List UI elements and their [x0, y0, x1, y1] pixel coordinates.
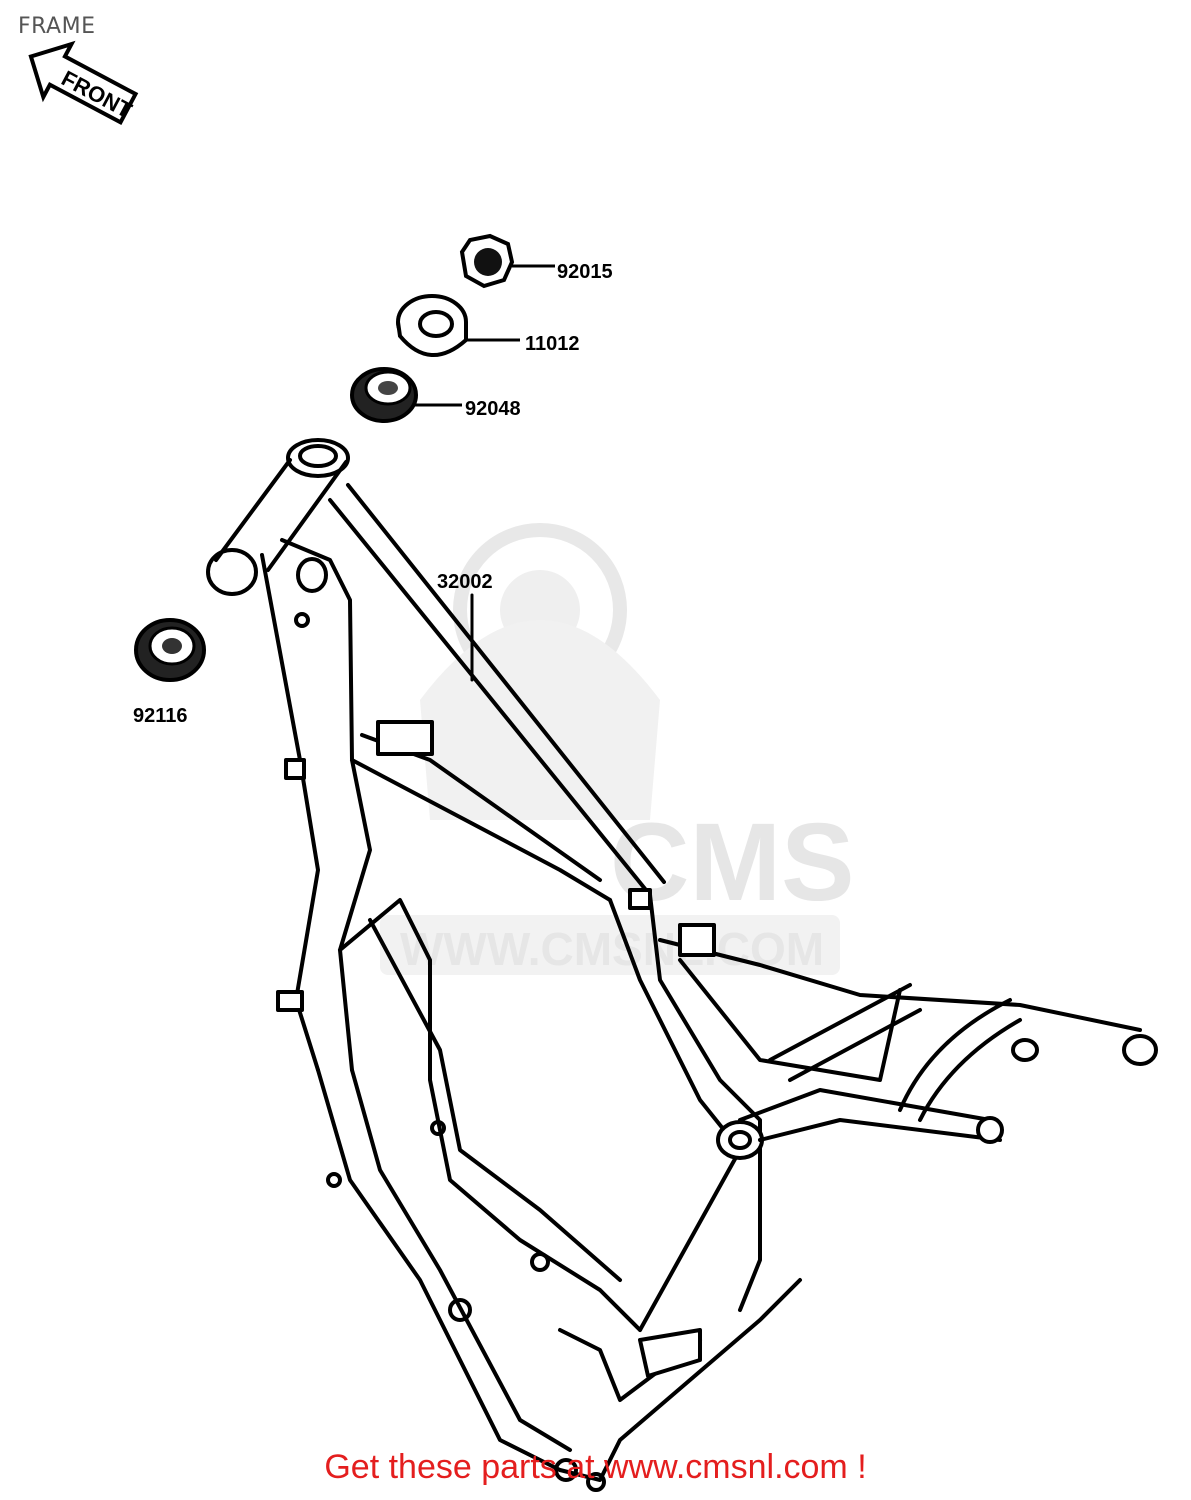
part-label-32002: 32002 — [437, 571, 493, 593]
part-92015-nut — [459, 233, 555, 289]
part-label-92015: 92015 — [557, 261, 613, 283]
watermark-logo: CMS WWW.CMSNL.COM — [380, 523, 854, 975]
part-92116-bearing — [134, 618, 206, 682]
front-arrow-icon: FRONT — [28, 40, 139, 125]
footer-link[interactable]: Get these parts at www.cmsnl.com ! — [324, 1448, 867, 1486]
watermark-url: WWW.CMSNL.COM — [400, 923, 824, 975]
page-title: FRAME — [18, 14, 96, 39]
part-label-11012: 11012 — [525, 333, 580, 355]
part-11012-cap — [396, 294, 520, 357]
part-92048-bearing — [350, 367, 462, 423]
part-label-92116: 92116 — [133, 705, 188, 727]
part-32002-frame — [206, 438, 1158, 1492]
part-label-92048: 92048 — [465, 398, 521, 420]
